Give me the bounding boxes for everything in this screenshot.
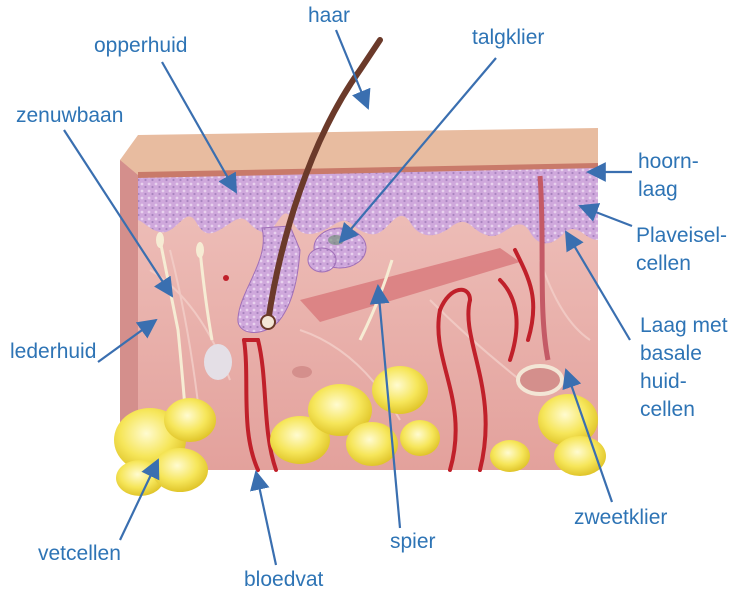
label-hoornlaag-line2: laag xyxy=(638,176,699,204)
label-basale-huidcellen: Laag met basale huid- cellen xyxy=(640,312,728,424)
label-hoornlaag-line1: hoorn- xyxy=(638,148,699,176)
label-basaal-line2: basale xyxy=(640,340,728,368)
label-vetcellen: vetcellen xyxy=(38,542,121,565)
label-haar: haar xyxy=(308,4,350,27)
label-lederhuid: lederhuid xyxy=(10,340,96,363)
label-talgklier: talgklier xyxy=(472,26,544,49)
hair-bulb xyxy=(261,315,275,329)
label-plaveisel-line2: cellen xyxy=(636,250,727,278)
label-spier: spier xyxy=(390,530,436,553)
label-basaal-line1: Laag met xyxy=(640,312,728,340)
capillary-dot xyxy=(223,275,229,281)
label-bloedvat: bloedvat xyxy=(244,568,323,591)
vacuole xyxy=(204,344,232,380)
pointer-bloedvat xyxy=(256,472,276,565)
label-zenuwbaan: zenuwbaan xyxy=(16,104,123,127)
label-zweetklier: zweetklier xyxy=(574,506,667,529)
nerve-ending xyxy=(196,242,204,258)
tissue-spot xyxy=(292,366,312,378)
sweat-gland-coil xyxy=(518,366,562,394)
label-basaal-line4: cellen xyxy=(640,396,728,424)
label-opperhuid: opperhuid xyxy=(94,34,187,57)
nerve-ending xyxy=(156,232,164,248)
label-hoornlaag: hoorn- laag xyxy=(638,148,699,204)
label-plaveisel-line1: Plaveisel- xyxy=(636,222,727,250)
label-basaal-line3: huid- xyxy=(640,368,728,396)
label-plaveiselcellen: Plaveisel- cellen xyxy=(636,222,727,278)
skin-block-side xyxy=(120,148,138,452)
